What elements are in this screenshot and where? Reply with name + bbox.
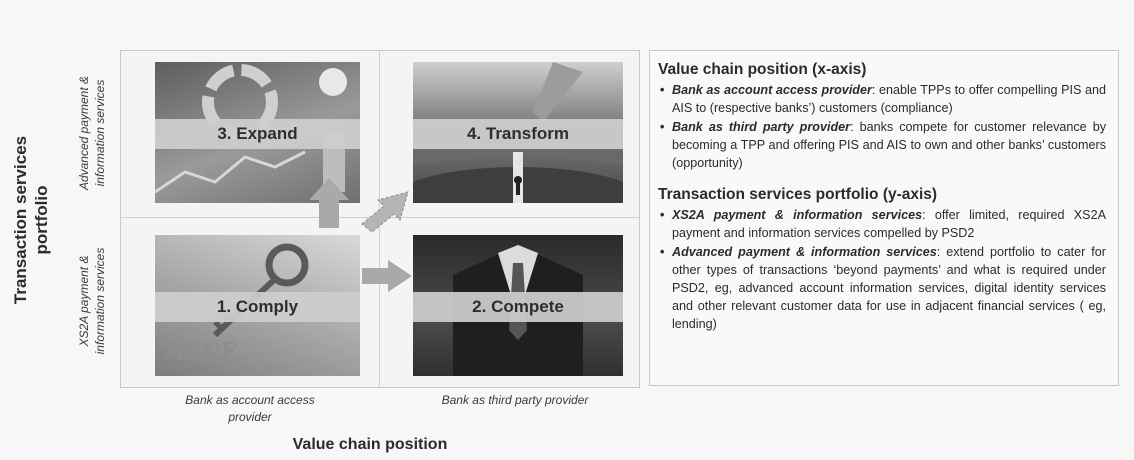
y-axis-label-xs2a: XS2A payment & information services — [77, 247, 107, 355]
list-item-text: : extend portfolio to cater for other ty… — [672, 245, 1106, 331]
arrow-up-icon — [309, 178, 349, 228]
quadrant-compete: 2. Compete — [413, 235, 623, 376]
list-item-term: Advanced payment & information services — [672, 245, 937, 259]
list-item-text: : enable TPPs to offer compelling PIS an… — [672, 83, 1107, 115]
quadrant-label-compete: 2. Compete — [413, 292, 623, 322]
list-item-term: Bank as account access provider — [672, 83, 872, 97]
quadrant-label-expand: 3. Expand — [155, 119, 360, 149]
x-axis-label-access-provider: Bank as account access provider — [185, 393, 315, 424]
y-axis-title: Transaction services portfolio — [11, 135, 51, 305]
quadrant-expand: 3. Expand — [155, 62, 360, 203]
list-item: Advanced payment & information services:… — [658, 243, 1106, 333]
x-axis-title: Value chain position — [292, 436, 448, 453]
value-chain-list: Bank as account access provider: enable … — [658, 81, 1106, 172]
arrow-right-icon — [362, 260, 412, 292]
svg-text:ACCE: ACCE — [165, 337, 239, 366]
section-title-portfolio: Transaction services portfolio (y-axis) — [658, 186, 938, 203]
quadrant-label-transform: 4. Transform — [413, 119, 623, 149]
transform-photo-icon — [413, 62, 623, 203]
section-title-value-chain: Value chain position (x-axis) — [658, 61, 867, 78]
portfolio-list: XS2A payment & information services: off… — [658, 206, 1106, 333]
quadrant-label-comply: 1. Comply — [155, 292, 360, 322]
list-item-text: : banks compete for customer relevance b… — [672, 120, 1106, 170]
list-item-text: : offer limited, required XS2A payment a… — [672, 208, 1106, 240]
list-item: Bank as third party provider: banks comp… — [658, 118, 1106, 172]
list-item: XS2A payment & information services: off… — [658, 206, 1106, 242]
y-axis-label-advanced: Advanced payment & information services — [77, 75, 107, 191]
description-panel: Value chain position (x-axis) Bank as ac… — [649, 50, 1119, 386]
list-item-term: Bank as third party provider — [672, 120, 851, 134]
list-item-term: XS2A payment & information services — [672, 208, 923, 222]
key-photo-icon: ACCE — [165, 243, 309, 366]
list-item: Bank as account access provider: enable … — [658, 81, 1106, 117]
quadrant-comply: ACCE 1. Comply — [155, 235, 360, 376]
arrow-diagonal-icon — [361, 191, 409, 233]
x-axis-label-third-party: Bank as third party provider — [441, 393, 589, 407]
quadrant-transform: 4. Transform — [413, 62, 623, 203]
